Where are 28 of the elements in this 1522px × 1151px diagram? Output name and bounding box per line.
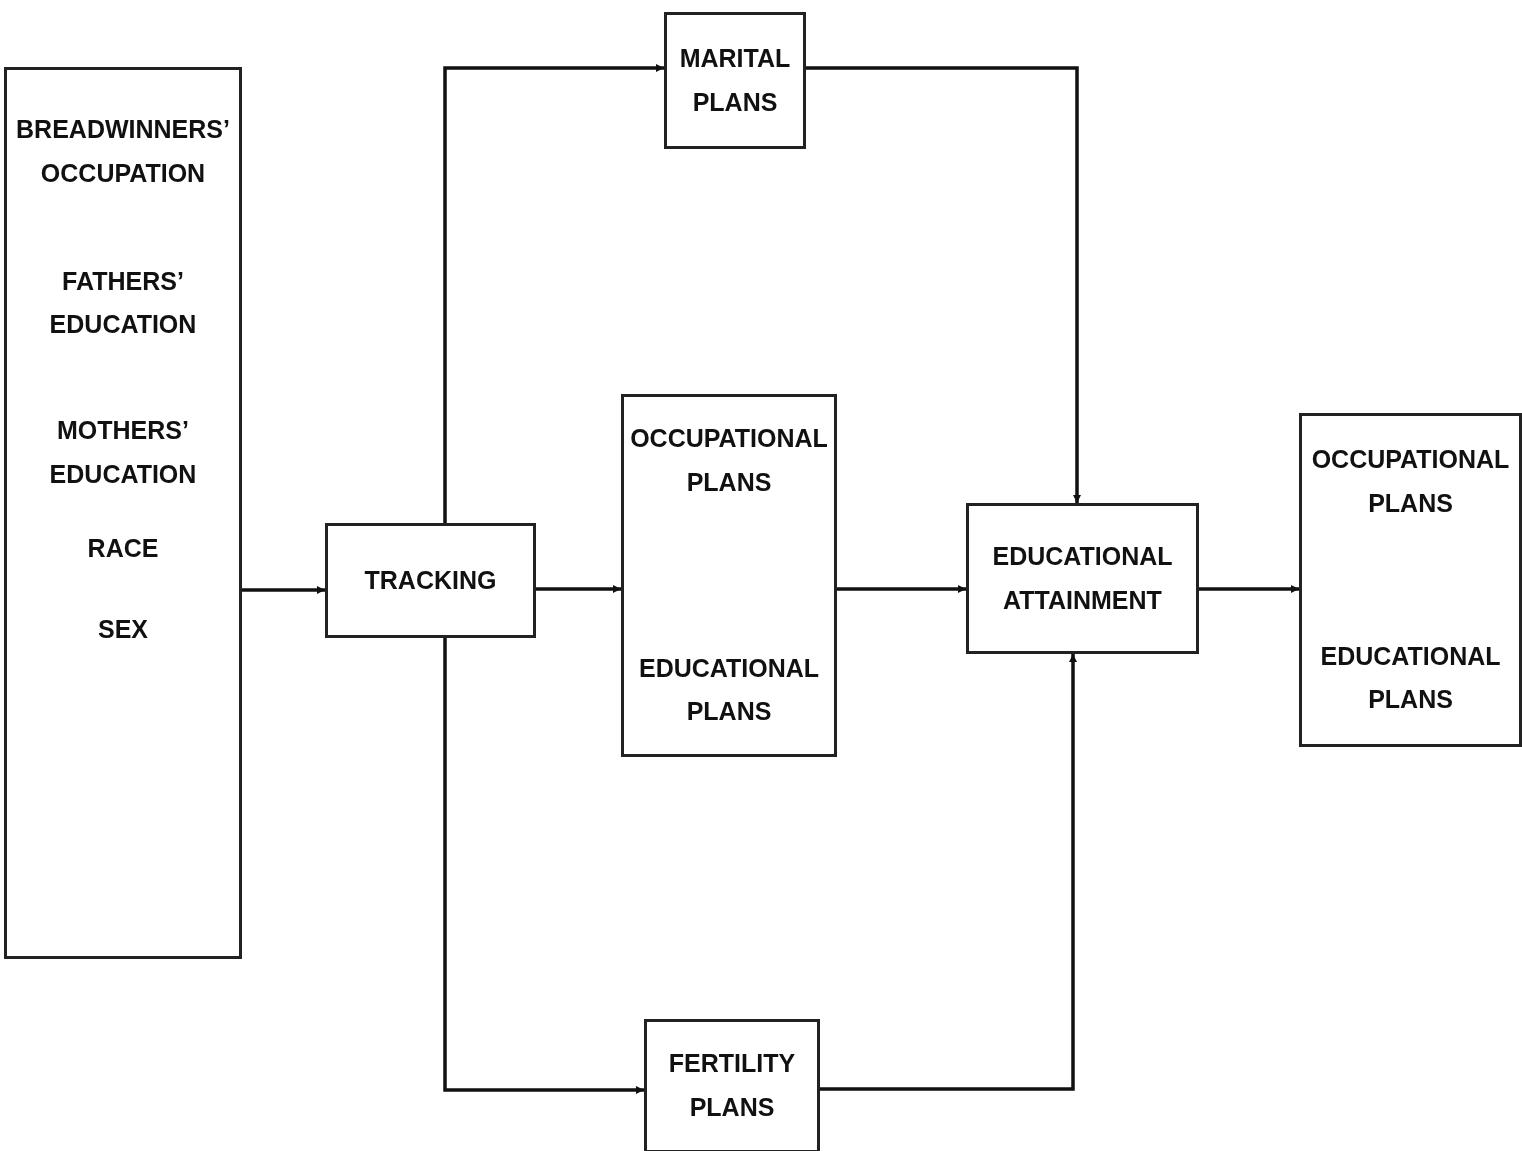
- process-box: [325, 523, 536, 638]
- box-label: RACE: [87, 532, 159, 564]
- box-label: EDUCATIONAL PLANS: [637, 652, 821, 728]
- process-box: [664, 12, 806, 149]
- arrow: [443, 64, 664, 523]
- arrow: [820, 654, 1077, 1091]
- process-box: [644, 1019, 820, 1151]
- arrow: [443, 638, 644, 1094]
- process-box: [1299, 413, 1522, 747]
- box-label: MOTHERS’ EDUCATION: [48, 415, 198, 490]
- process-box: [621, 394, 837, 757]
- box-label: OCCUPATIONAL PLANS: [629, 423, 829, 498]
- box-label: EDUCATIONAL ATTAINMENT: [991, 540, 1174, 616]
- box-label: BREADWINNERS’ OCCUPATION: [15, 114, 231, 189]
- process-box: [966, 503, 1199, 654]
- box-label: SEX: [98, 614, 148, 646]
- arrow: [806, 66, 1081, 503]
- box-label: OCCUPATIONAL PLANS: [1310, 444, 1511, 519]
- arrow: [242, 586, 325, 594]
- box-label: MARITAL PLANS: [678, 42, 792, 118]
- arrow: [837, 585, 966, 593]
- box-label: FERTILITY PLANS: [667, 1048, 797, 1123]
- box-label: FATHERS’ EDUCATION: [48, 265, 198, 341]
- box-label: TRACKING: [364, 564, 497, 596]
- process-box: [4, 67, 242, 959]
- arrow: [536, 585, 621, 593]
- arrow: [1199, 585, 1299, 593]
- box-label: EDUCATIONAL PLANS: [1319, 640, 1502, 716]
